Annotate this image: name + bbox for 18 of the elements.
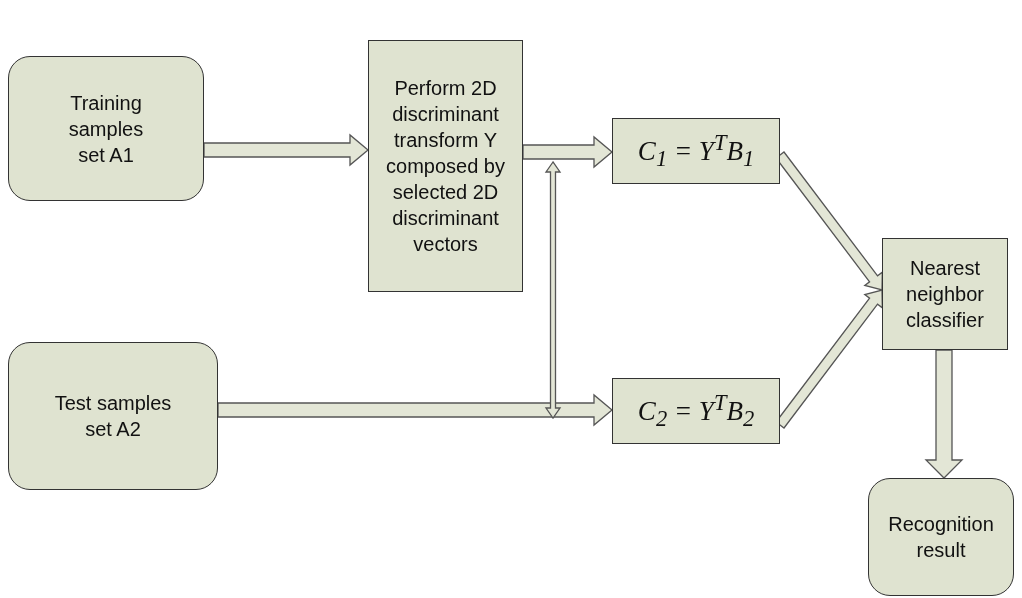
formula-box bbox=[612, 118, 780, 184]
formula: C$_{2}$ = Y$^{T}$B$_{2}$ bbox=[637, 389, 755, 433]
node-label: Perform 2D discriminant transform Y composed by selected 2D discriminant vectors bbox=[385, 76, 506, 257]
process-box bbox=[882, 238, 1008, 350]
rounded-box bbox=[868, 478, 1014, 596]
formula-box bbox=[612, 378, 780, 444]
block-arrow bbox=[203, 133, 369, 167]
block-arrow bbox=[924, 349, 964, 479]
node-label: Test samples set A2 bbox=[53, 391, 173, 442]
node-label: Training samples set A1 bbox=[67, 90, 145, 168]
block-arrow bbox=[522, 135, 613, 169]
formula: C$_{1}$ = Y$^{T}$B$_{1}$ bbox=[637, 129, 755, 173]
process-box bbox=[368, 40, 523, 292]
block-arrow bbox=[217, 393, 613, 427]
node-label: Nearest neighbor classifier bbox=[905, 256, 985, 333]
rounded-box bbox=[8, 56, 204, 201]
node-label: Recognition result bbox=[887, 512, 995, 563]
rounded-box bbox=[8, 342, 218, 490]
